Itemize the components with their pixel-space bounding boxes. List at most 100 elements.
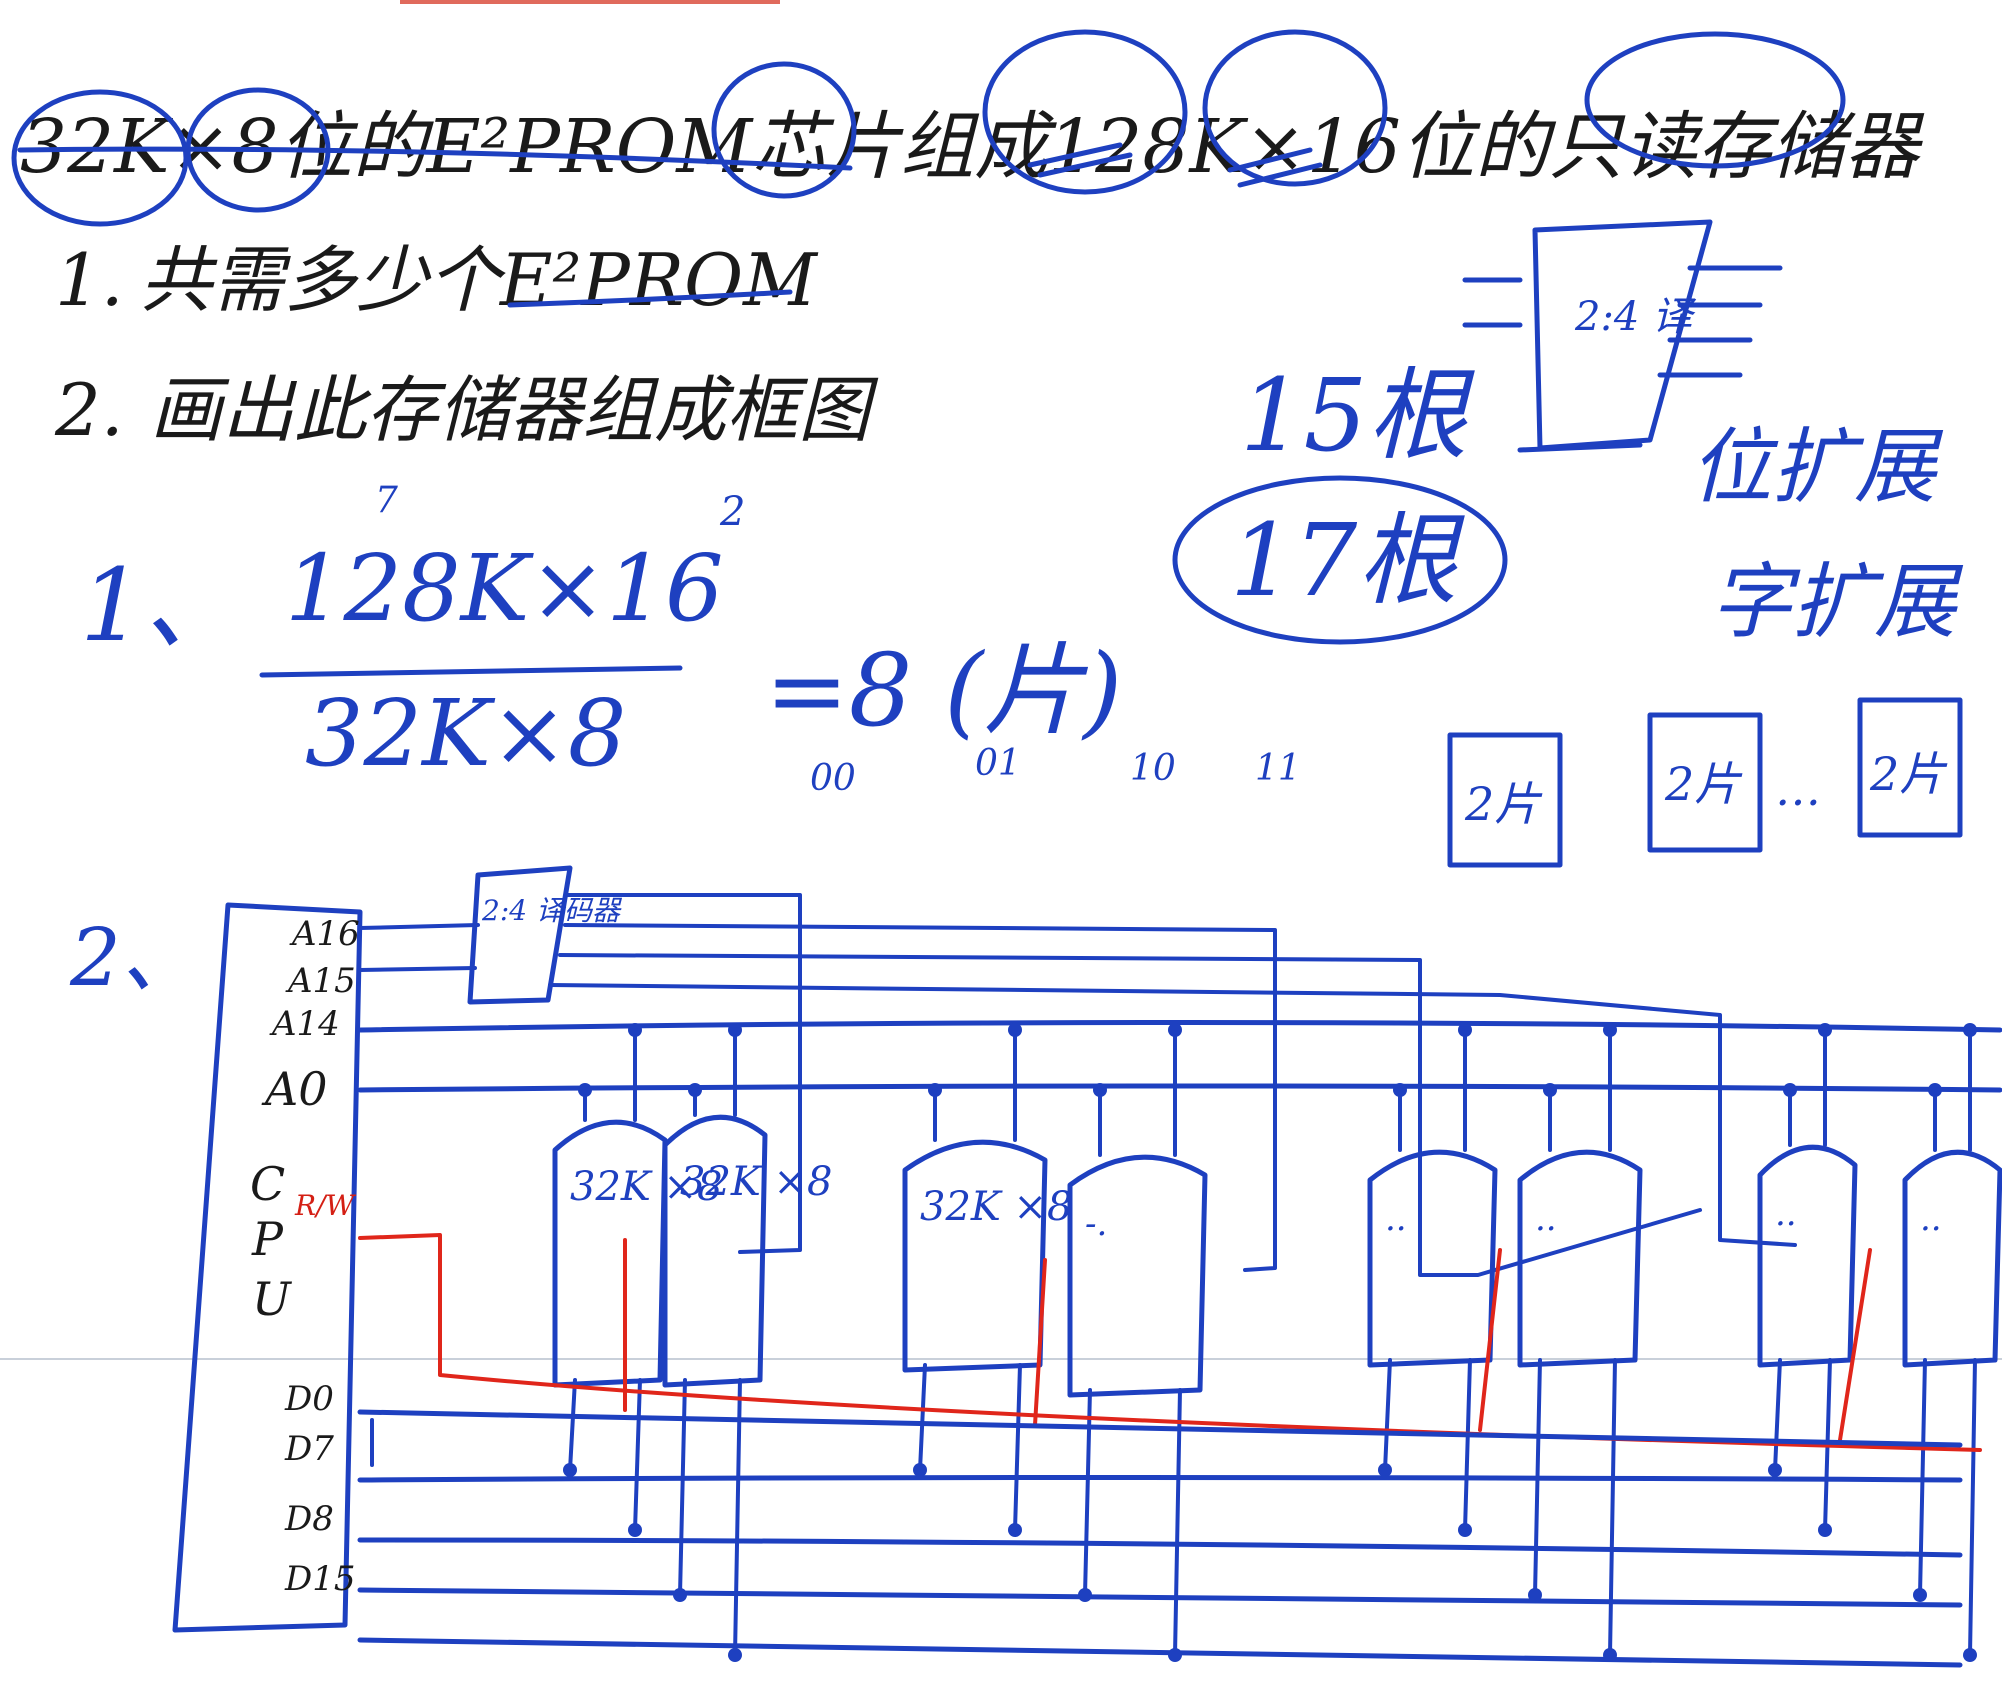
junction-dot [728,1648,742,1662]
select-line-3 [548,983,1797,1247]
mini-decoder-base [1517,442,1643,453]
chip-label-4: -. [1085,1204,1107,1244]
group-2: 2片 [1664,757,1743,811]
circle-17-lines [1172,475,1508,645]
pin-d8: D8 [284,1499,334,1539]
note-bit-expand: 位扩展 [1690,420,1944,515]
junction-dot [1543,1083,1557,1097]
diagram-label: 2、 [69,911,201,1004]
data-bus-bottom [357,1637,1963,1668]
chip-4 [1067,1154,1208,1398]
title-text: 32K×8位的E²PROM芯片组成128K×16位的只读存储器 [20,104,1925,190]
code-11: 11 [1255,748,1301,789]
question-1-text: 共需多少个E²PROM [140,238,819,322]
circle-16bit [1202,29,1388,187]
chip-address-tap-1 [583,1028,637,1122]
chip-label-8: .. [1920,1199,1942,1239]
title-circles [11,29,1846,227]
fraction-bar [259,665,683,678]
pin-a0: A0 [261,1062,328,1116]
select-line-0 [566,893,802,1254]
junction-dot [1963,1023,1977,1037]
junction-dot [728,1023,742,1037]
chip-address-tap-2 [693,1028,737,1117]
wire-a16-a15 [358,923,480,972]
junction-dot [1818,1523,1832,1537]
mini-decoder-inputs [1462,277,1523,328]
code-10: 10 [1130,748,1176,789]
chip-address-tap-5 [1398,1028,1467,1152]
note-word-expand: 字扩展 [1710,555,1964,650]
title-underline [17,146,853,171]
decoder-box [467,865,573,1005]
junction-dot [1818,1023,1832,1037]
title-scribbles [1027,142,1323,188]
junction-dot [688,1083,702,1097]
chip-6 [1517,1149,1643,1368]
data-bus-d7 [357,1475,1963,1483]
circle-128k [982,29,1188,195]
group-4: 2片 [1869,747,1948,801]
pin-d7: D7 [284,1429,334,1469]
pin-a16: A16 [289,914,360,954]
pin-d0: D0 [284,1379,334,1419]
junction-dot [1378,1463,1392,1477]
junction-dot [1783,1083,1797,1097]
rw-drops [623,1238,1872,1442]
junction-dot [1913,1588,1927,1602]
chip-data-tap-1 [568,1378,642,1532]
chip-data-tap-4 [1083,1388,1182,1657]
eprom-underline [507,289,793,308]
pin-d15: D15 [284,1559,356,1599]
address-bus-a14 [357,1020,2002,1033]
pin-a15: A15 [285,961,356,1001]
decoder-2-4: 2:4 译码器 [467,865,623,1005]
junction-dot [1928,1083,1942,1097]
chip-address-tap-8 [1933,1028,1972,1152]
data-bus-d8 [357,1537,1963,1558]
chip-8 [1902,1149,2002,1368]
mini-decoder-outputs [1657,265,1783,378]
code-00: 00 [810,758,856,799]
chip-data-tap-3 [918,1363,1022,1532]
group-box-2 [1647,712,1763,853]
pin-a14: A14 [269,1004,340,1044]
answer-1-numerator: 128K×16 [285,535,723,642]
cpu-letter-u: U [252,1272,293,1326]
code-01: 01 [975,743,1021,784]
mini-decoder-box [1532,219,1713,451]
select-line-2 [558,953,1702,1277]
circle-32k [11,89,189,227]
junction-dot [628,1523,642,1537]
decoder-label: 2:4 译码器 [481,894,623,927]
chip-address-tap-6 [1548,1028,1612,1152]
junction-dot [1008,1023,1022,1037]
chip-2 [662,1114,768,1388]
mini-decoder: 2:4 译 [1462,219,1783,453]
circle-chip [711,61,857,199]
address-bus-a0 [357,1083,2002,1093]
chip-3 [902,1139,1048,1373]
chip-1 [552,1119,668,1388]
chip-label-1: 32K ×8 [570,1164,722,1210]
question-1-label: 1. [55,238,124,322]
chip-label-5: .. [1385,1199,1407,1239]
chip-address-tap-7 [1788,1028,1827,1147]
junction-dot [913,1463,927,1477]
top-color-strip [400,0,780,4]
note-17-lines: 17根 [1230,502,1465,619]
data-bus-d0 [357,1409,1963,1448]
answer-1-label: 1、 [80,547,244,664]
select-line-1 [563,923,1277,1272]
junction-dot [1458,1523,1472,1537]
junction-dot [1603,1023,1617,1037]
chip-data-tap-5 [1383,1358,1472,1532]
cpu-letter-c: C [250,1157,285,1211]
junction-dot [928,1083,942,1097]
chip-5 [1367,1149,1498,1368]
chip-label-6: .. [1535,1199,1557,1239]
junction-dot [1008,1523,1022,1537]
question-2-text: 画出此存储器组成框图 [150,368,879,452]
